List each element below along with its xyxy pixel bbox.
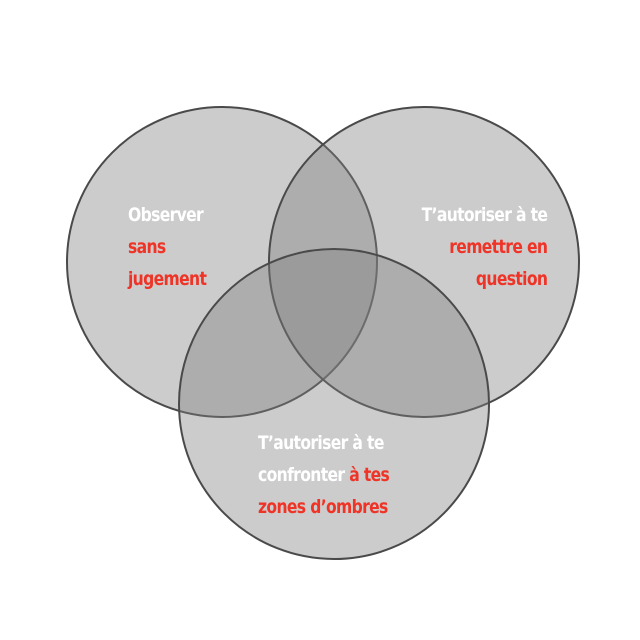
label-bottom-line-2-white: confronter <box>258 464 345 486</box>
label-right-line-2: remettre en <box>448 236 548 258</box>
circle-right <box>268 106 580 418</box>
label-observer: Observer sans jugement <box>128 199 207 295</box>
label-bottom-line-2-red: à tes <box>349 464 390 486</box>
label-left-line-1: Observer <box>128 204 204 226</box>
circle-left <box>66 106 378 418</box>
label-zones-d-ombres: T’autoriser à te confronter à tes zones … <box>258 427 390 523</box>
label-left-line-2: sans <box>128 236 166 258</box>
circle-bottom <box>178 248 490 560</box>
label-bottom-line-1: T’autoriser à te <box>258 432 384 454</box>
label-left-line-3: jugement <box>128 268 207 290</box>
label-bottom-line-2: confronter à tes <box>258 459 390 491</box>
label-right-line-1: T’autoriser à te <box>421 204 547 226</box>
label-right-line-3: question <box>475 268 548 290</box>
label-remettre-en-question: T’autoriser à te remettre en question <box>421 199 547 295</box>
label-bottom-line-3: zones d’ombres <box>258 496 388 518</box>
